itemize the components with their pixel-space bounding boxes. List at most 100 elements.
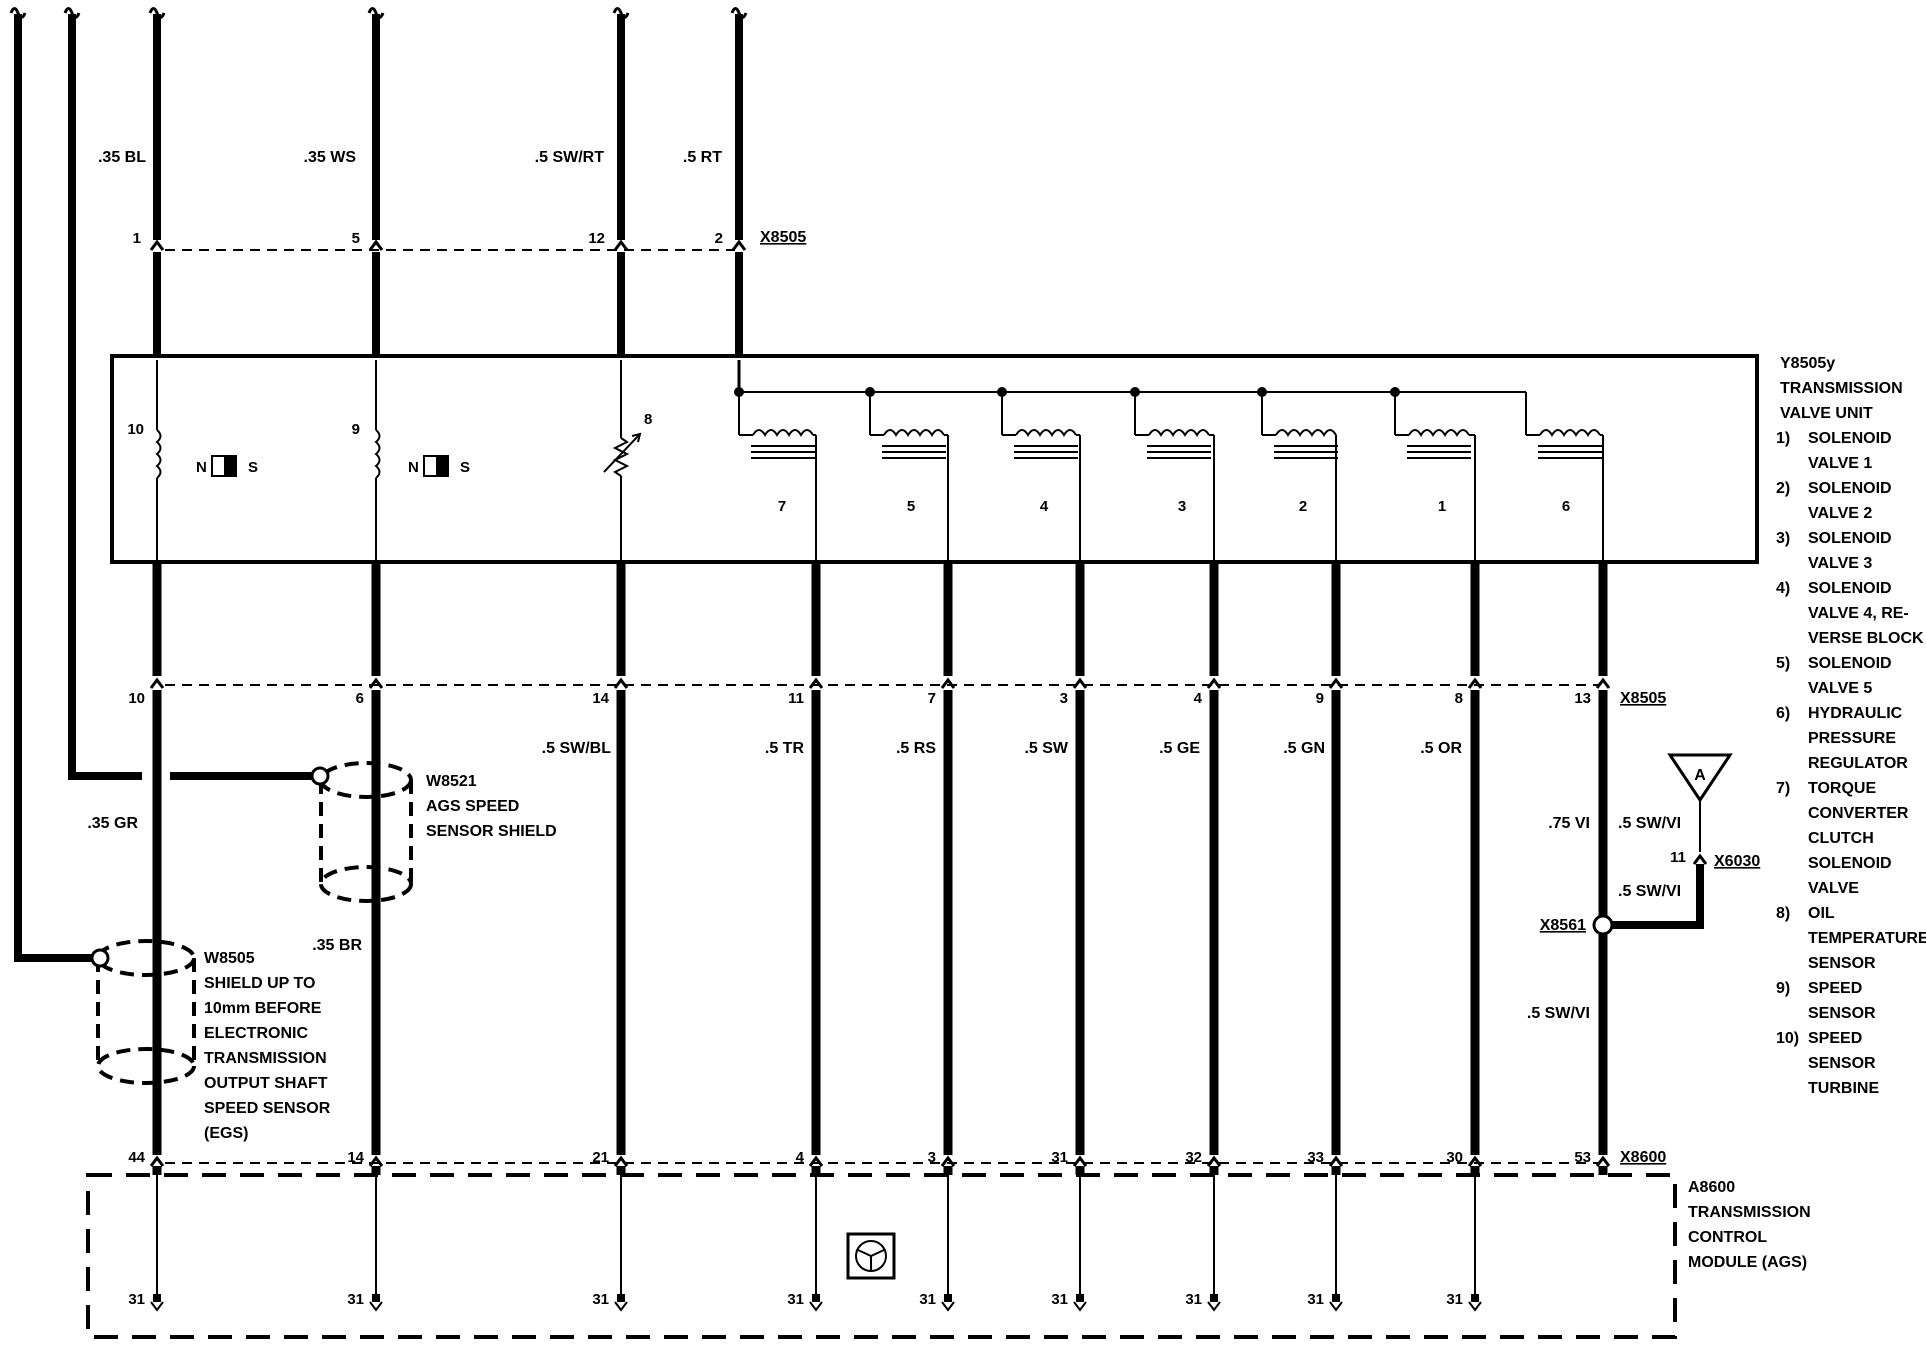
legend-number: 5) [1776,655,1790,672]
connector-pin-fork [1595,677,1611,689]
connector-x8600: X8600 [1620,1149,1666,1166]
solenoid-coil [1015,429,1077,437]
solenoid-number: 7 [778,498,786,515]
connector-pin-fork [613,677,629,689]
ground-pin-number: 31 [1051,1291,1068,1308]
connector-pin-number: 8 [1455,690,1463,707]
connector-pin-fork [731,239,747,251]
legend-number: 8) [1776,905,1790,922]
legend-text: SOLENOID [1808,530,1892,547]
solenoid-number: 3 [1178,498,1186,515]
legend-text: CLUTCH [1808,830,1874,847]
module-pin-number: 32 [1185,1149,1202,1166]
legend-text: VALVE 4, RE- [1808,605,1909,622]
connector-x8505-top: X8505 [760,229,806,246]
ground-point [1332,1294,1340,1302]
shapes-layer [9,7,1759,1339]
solenoid-number: 2 [1299,498,1307,515]
ground-point [617,1294,625,1302]
ground-pin-number: 31 [128,1291,145,1308]
shield-w8505-text: OUTPUT SHAFT [204,1075,328,1092]
legend-number: 1) [1776,430,1790,447]
legend-text: SOLENOID [1808,480,1892,497]
splice-x8561-label: X8561 [1540,917,1586,934]
module-title: TRANSMISSION [1688,1204,1811,1221]
sensor-9-coil [374,429,381,479]
wire-color-label: .5 SW/BL [542,740,612,757]
ground-point-tip [941,1301,955,1312]
legend-text: SOLENOID [1808,655,1892,672]
legend-number: 3) [1776,530,1790,547]
valve-unit-title: VALVE UNIT [1780,405,1873,422]
wire-break-mark [9,7,27,19]
connector-pin-fork [940,677,956,689]
module-title: MODULE (AGS) [1688,1254,1807,1271]
connector-pin-number: 4 [1194,690,1203,707]
bus-junction-dot [1257,387,1267,397]
magnet-symbol-fill [224,456,236,476]
bus-junction-dot [1390,387,1400,397]
module-pin-number: 33 [1307,1149,1324,1166]
connector-pin-fork [1328,677,1344,689]
off-page-ref-triangle [1667,753,1733,803]
connector-pin-fork [613,239,629,251]
legend-text: SOLENOID [1808,430,1892,447]
legend-text: VALVE 1 [1808,455,1872,472]
legend-text: VALVE 2 [1808,505,1872,522]
magnet-symbol-fill [436,456,448,476]
wire-color-label: .5 SW/RT [535,149,605,166]
ground-point [1210,1294,1218,1302]
magnet-s: S [248,459,258,476]
splice-x8561 [1592,914,1614,936]
shield-w8505-text: 10mm BEFORE [204,1000,322,1017]
solenoid-number: 5 [907,498,915,515]
module-pin-number: 44 [128,1149,145,1166]
legend-text: PRESSURE [1808,730,1896,747]
module-pin-number: 14 [347,1149,364,1166]
ground-point-tip [1207,1301,1221,1312]
shield-w8521-id: W8521 [426,773,477,790]
connector-pin-fork [1328,1155,1344,1167]
shield-w8505-text: TRANSMISSION [204,1050,327,1067]
ground-pin-number: 31 [592,1291,609,1308]
connector-x6030-pin: 11 [1670,849,1686,866]
module-pin-number: 53 [1574,1149,1591,1166]
sensor-8-resistor [612,437,630,477]
module-symbol-spokes [857,1249,885,1271]
legend-text: SENSOR [1808,1005,1876,1022]
module-title: CONTROL [1688,1229,1767,1246]
legend-text: SOLENOID [1808,855,1892,872]
connector-pin-fork [149,239,165,251]
connector-pin-fork [149,677,165,689]
connector-pin-fork [940,1155,956,1167]
connector-pin-fork [1206,677,1222,689]
shield-w8505-text: SHIELD UP TO [204,975,315,992]
solenoid-number: 4 [1040,498,1049,515]
shield-w8505-top [96,939,196,977]
shield-w8521-drain [310,766,330,786]
ground-point [372,1294,380,1302]
wire-break-mark [148,7,166,19]
ground-point-tip [369,1301,383,1312]
solenoid-coil [752,429,814,437]
shield-w8521-bottom [319,865,413,903]
connector-pin-fork [368,677,384,689]
ground-point [153,1294,161,1302]
wire-break-mark [730,7,748,19]
sensor-10-coil [155,429,162,479]
legend-text: HYDRAULIC [1808,705,1903,722]
sensor-9-number: 9 [352,421,360,438]
ground-pin-number: 31 [919,1291,936,1308]
wire-color-label: .5 RS [896,740,936,757]
off-page-ref-letter: A [1694,767,1706,784]
bus-junction-dot [865,387,875,397]
legend-text: SENSOR [1808,955,1876,972]
connector-pin-number: 6 [356,690,364,707]
wire-color-label: .35 GR [87,815,138,832]
legend-number: 6) [1776,705,1790,722]
connector-x8505-bottom: X8505 [1620,690,1666,707]
magnet-n: N [196,459,207,476]
valve-unit-frame [110,354,1759,564]
